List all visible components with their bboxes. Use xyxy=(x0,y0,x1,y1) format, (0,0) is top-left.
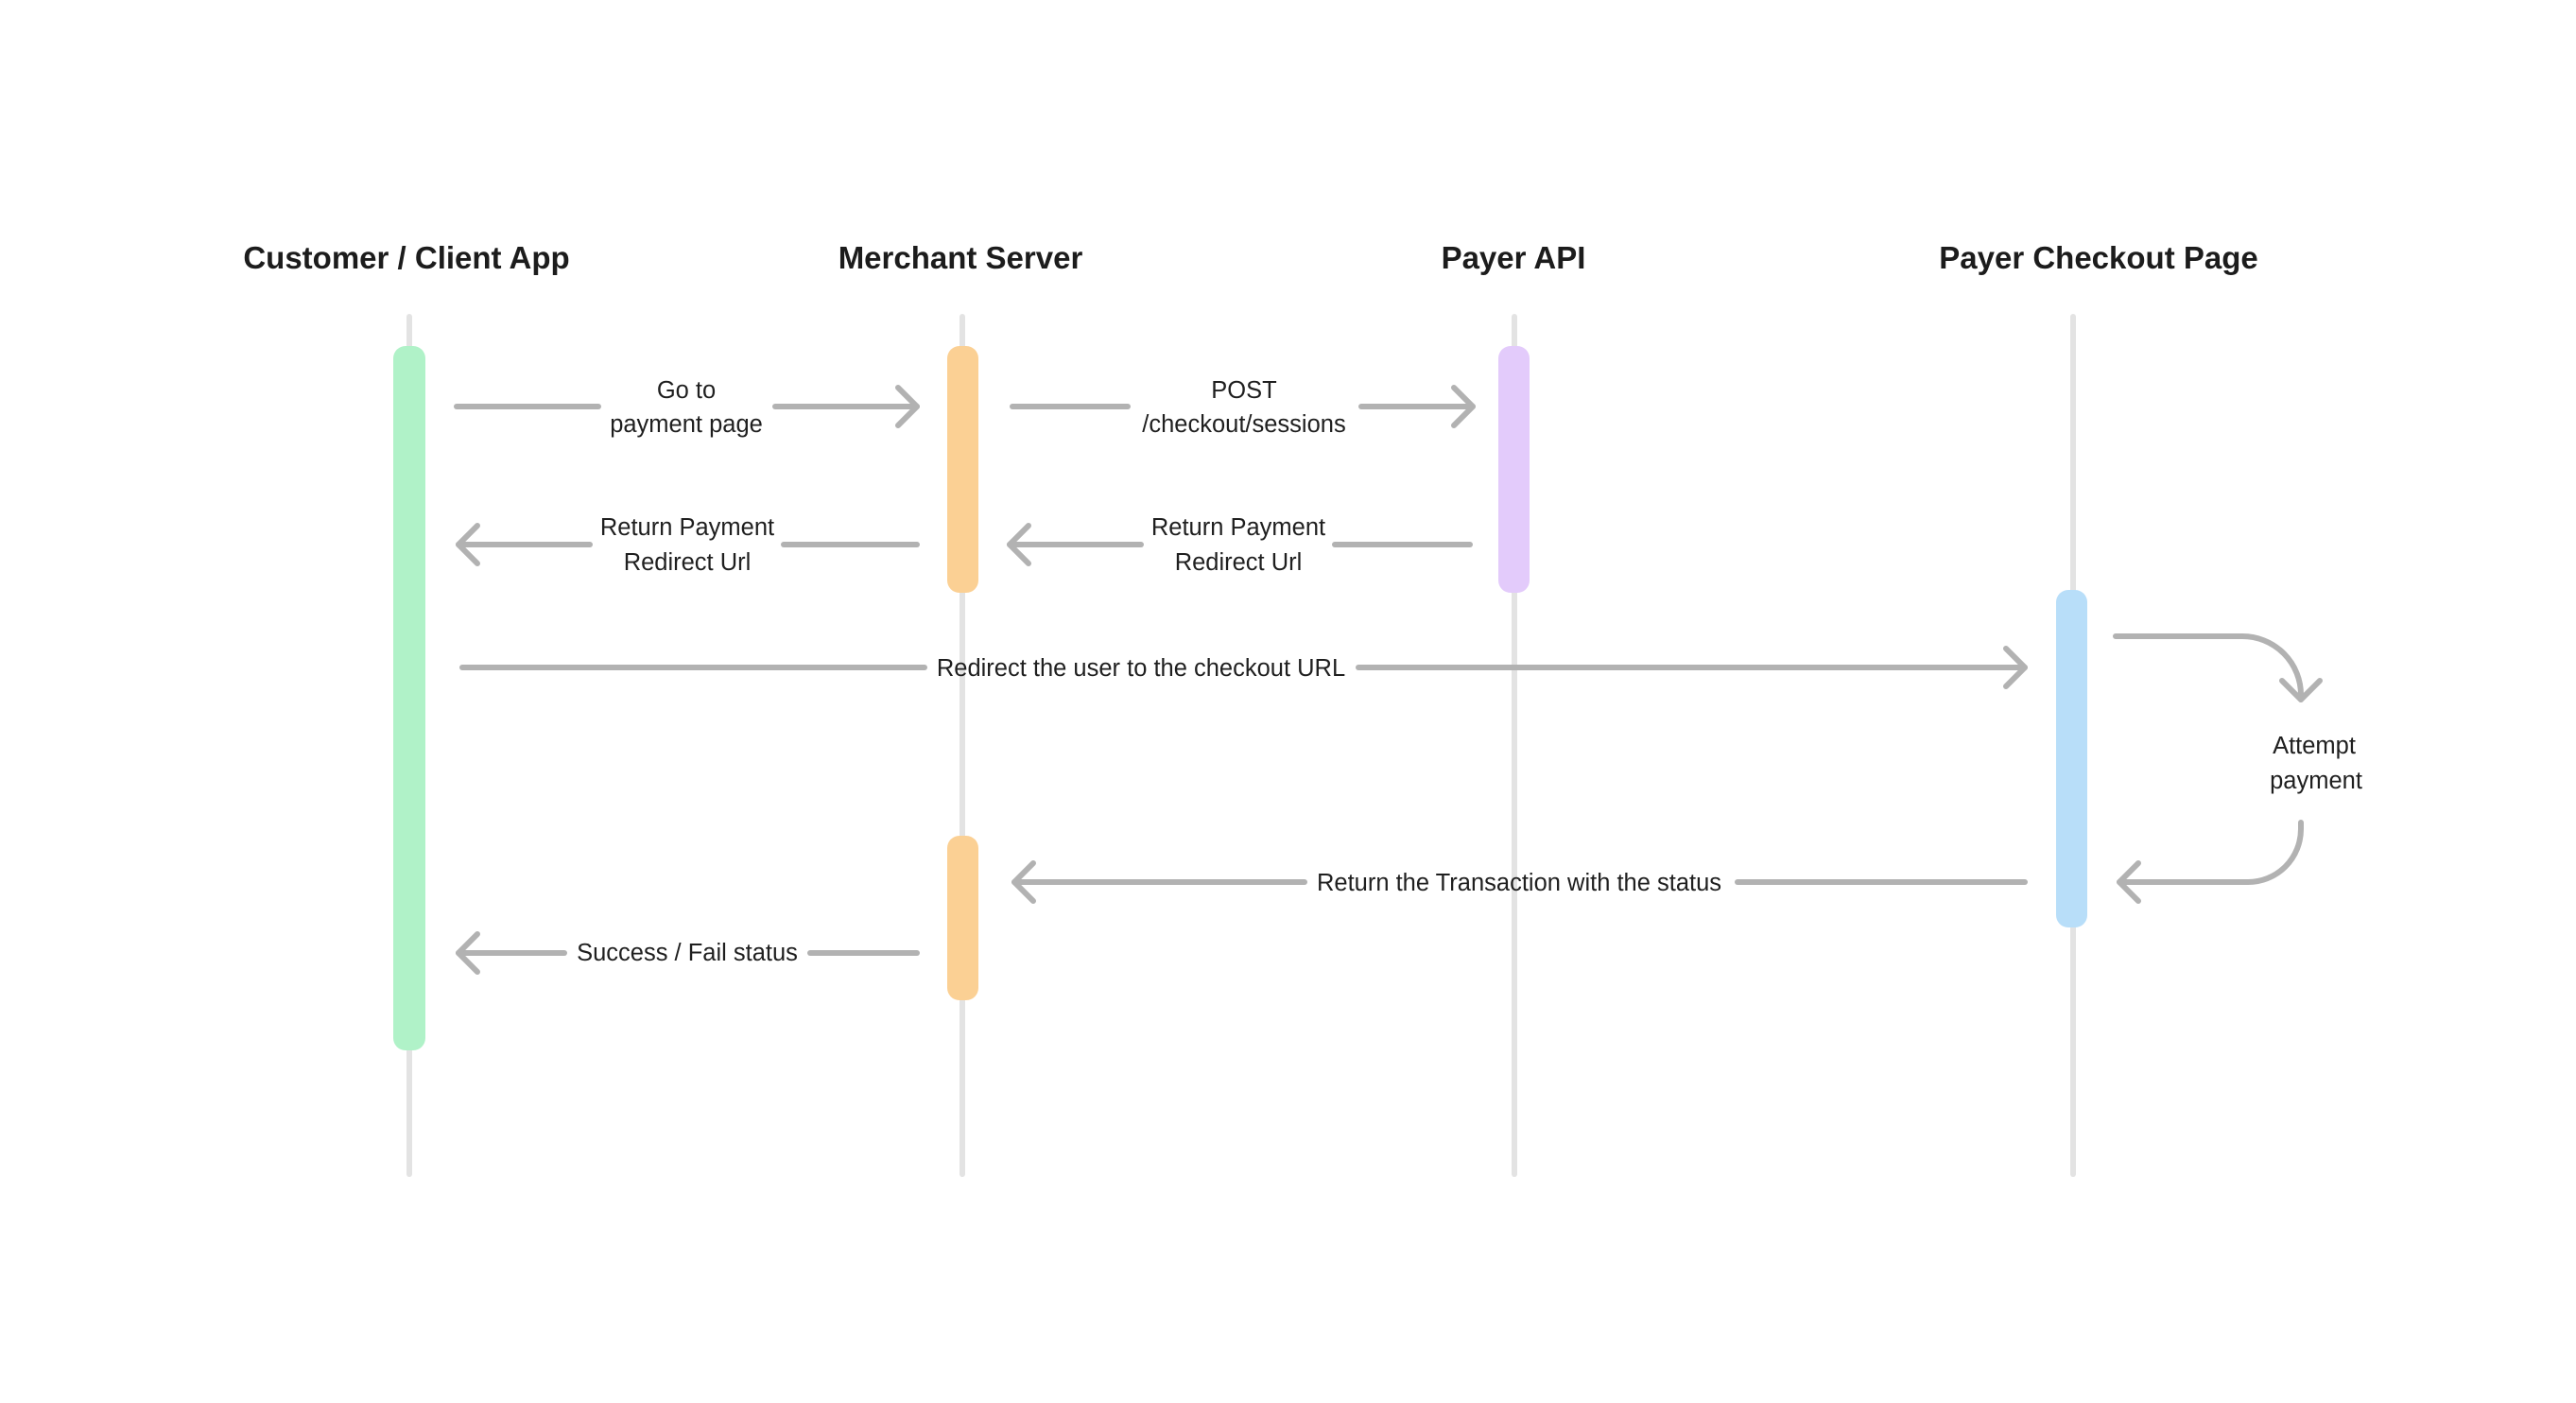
message-label: /checkout/sessions xyxy=(1142,411,1345,438)
arrowhead-right-icon xyxy=(1451,385,1476,428)
message-redirect-to-checkout: Redirect the user to the checkout URL xyxy=(459,646,2028,689)
message-success-fail-status: Success / Fail status xyxy=(456,931,920,975)
arrowhead-right-icon xyxy=(895,385,920,428)
arrowhead-left-icon xyxy=(1007,523,1031,566)
arrow-line xyxy=(2113,633,2304,702)
message-label: Success / Fail status xyxy=(577,940,798,966)
message-go-to-payment-page: Go to payment page xyxy=(454,377,920,438)
participant-header-api: Payer API xyxy=(1442,240,1586,275)
message-merchant-return-redirect-url: Return Payment Redirect Url xyxy=(456,514,920,576)
activation-bar-api xyxy=(1498,346,1530,593)
message-label: Go to xyxy=(657,377,716,404)
activation-bar-client xyxy=(393,346,425,1050)
message-label: Redirect the user to the checkout URL xyxy=(937,655,1345,682)
message-attempt-payment: Attempt payment xyxy=(2113,633,2362,904)
arrowhead-down-icon xyxy=(2279,678,2323,702)
participant-header-checkout: Payer Checkout Page xyxy=(1939,240,2257,275)
arrowhead-left-icon xyxy=(456,931,480,975)
message-label: Redirect Url xyxy=(624,549,752,576)
activation-bar-checkout xyxy=(2056,590,2087,927)
message-label: Redirect Url xyxy=(1175,549,1303,576)
message-label: payment xyxy=(2270,768,2362,794)
arrowhead-left-icon xyxy=(1011,860,1036,904)
message-api-return-redirect-url: Return Payment Redirect Url xyxy=(1007,514,1473,576)
message-label: POST xyxy=(1211,377,1276,404)
participant-header-merchant: Merchant Server xyxy=(838,240,1083,275)
activation-bar-merchant-1 xyxy=(947,346,978,593)
message-label: Return Payment xyxy=(1151,514,1325,541)
arrowhead-left-icon xyxy=(456,523,480,566)
arrowhead-right-icon xyxy=(2003,646,2028,689)
message-post-checkout-sessions: POST /checkout/sessions xyxy=(1010,377,1476,438)
arrowhead-left-icon xyxy=(2117,860,2141,904)
message-label: Return Payment xyxy=(600,514,774,541)
activation-bar-merchant-2 xyxy=(947,836,978,1000)
arrow-line xyxy=(2117,820,2304,885)
message-return-transaction-status: Return the Transaction with the status xyxy=(1011,860,2028,904)
participant-header-client: Customer / Client App xyxy=(243,240,569,275)
message-label: Attempt xyxy=(2273,733,2356,759)
message-label: payment page xyxy=(610,411,763,438)
message-label: Return the Transaction with the status xyxy=(1317,870,1721,896)
